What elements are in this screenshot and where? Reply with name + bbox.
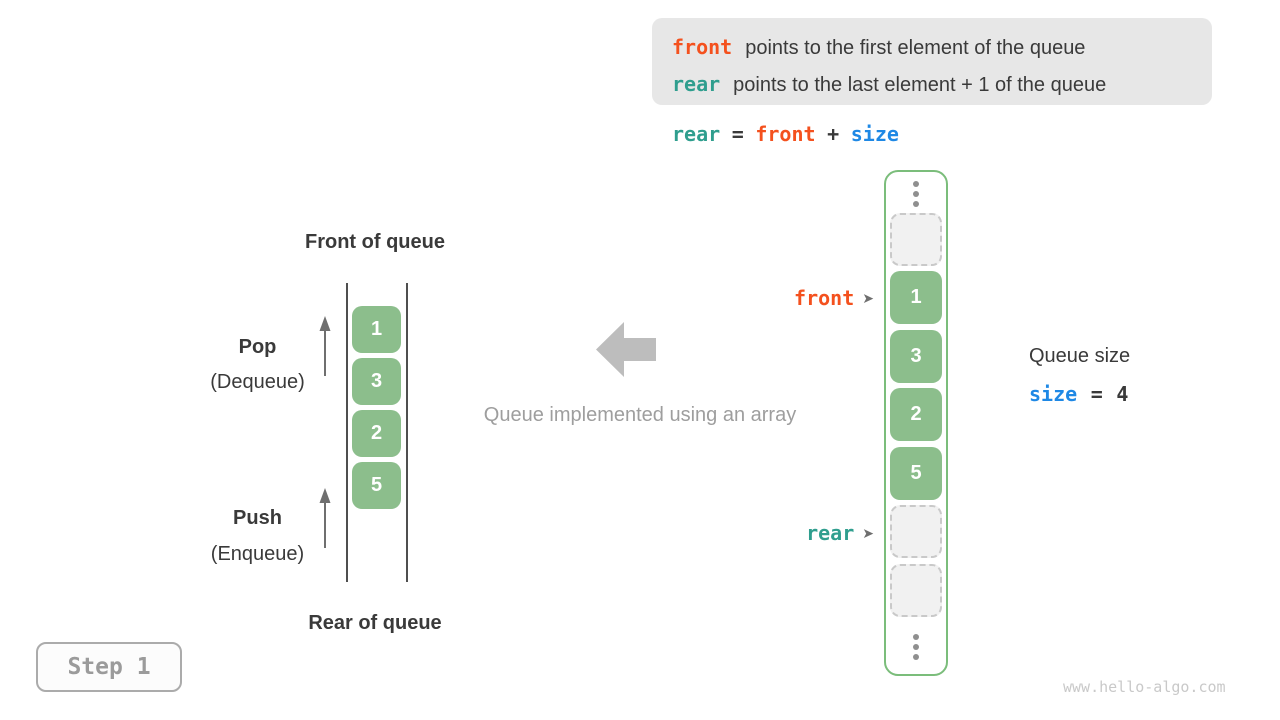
front-of-queue-label: Front of queue (305, 231, 445, 253)
array-container: 1 3 2 5 (884, 170, 948, 676)
rear-keyword: rear (672, 72, 721, 96)
rear-definition-text: points to the last element + 1 of the qu… (733, 74, 1107, 96)
size-value: 4 (1116, 382, 1129, 406)
push-label: Push (233, 507, 282, 529)
formula-equals: = (731, 122, 744, 146)
push-up-arrow-icon (319, 488, 331, 548)
pop-label: Pop (238, 336, 277, 358)
pointer-definition-box: front points to the first element of the … (652, 18, 1212, 105)
diagram-caption: Queue implemented using an array (483, 404, 797, 426)
queue-channel-left-wall (346, 283, 348, 582)
ellipsis-top-icon (886, 181, 946, 207)
watermark: www.hello-algo.com (1063, 678, 1226, 696)
queue-size-title: Queue size (1029, 345, 1131, 367)
array-cell-empty (890, 213, 942, 266)
dequeue-label: (Dequeue) (210, 371, 305, 393)
enqueue-label: (Enqueue) (210, 543, 305, 565)
formula-front: front (755, 122, 816, 146)
front-pointer-arrow-icon: ➤ (862, 291, 874, 307)
front-pointer: front ➤ (698, 286, 874, 311)
front-definition-text: points to the first element of the queue (745, 37, 1086, 59)
left-queue-cell: 3 (352, 358, 401, 405)
front-pointer-label: front (794, 286, 855, 310)
left-queue-cell: 5 (352, 462, 401, 509)
rear-of-queue-label: Rear of queue (308, 612, 442, 634)
rear-formula: rear = front + size (672, 122, 905, 147)
formula-plus: + (827, 122, 840, 146)
array-cell-filled: 3 (890, 330, 942, 383)
array-cell-empty (890, 564, 942, 617)
size-keyword: size (1029, 382, 1078, 406)
queue-channel-right-wall (406, 283, 408, 582)
left-queue-cell: 1 (352, 306, 401, 353)
left-block-arrow-icon (596, 322, 656, 377)
rear-pointer-label: rear (806, 521, 855, 545)
formula-size: size (850, 122, 899, 146)
array-cell-filled: 2 (890, 388, 942, 441)
formula-rear: rear (672, 122, 721, 146)
rear-definition-line: rear points to the last element + 1 of th… (672, 66, 1212, 103)
array-cell-empty (890, 505, 942, 558)
queue-size-value-line: size = 4 (1029, 382, 1136, 407)
array-cell-filled: 1 (890, 271, 942, 324)
size-equals: = (1090, 382, 1103, 406)
ellipsis-bottom-icon (886, 634, 946, 660)
left-queue-cell: 2 (352, 410, 401, 457)
rear-pointer-arrow-icon: ➤ (862, 526, 874, 542)
front-definition-line: front points to the first element of the … (672, 29, 1212, 66)
rear-pointer: rear ➤ (698, 521, 874, 546)
array-cell-filled: 5 (890, 447, 942, 500)
front-keyword: front (672, 35, 733, 59)
step-badge: Step 1 (36, 642, 182, 692)
pop-up-arrow-icon (319, 316, 331, 376)
